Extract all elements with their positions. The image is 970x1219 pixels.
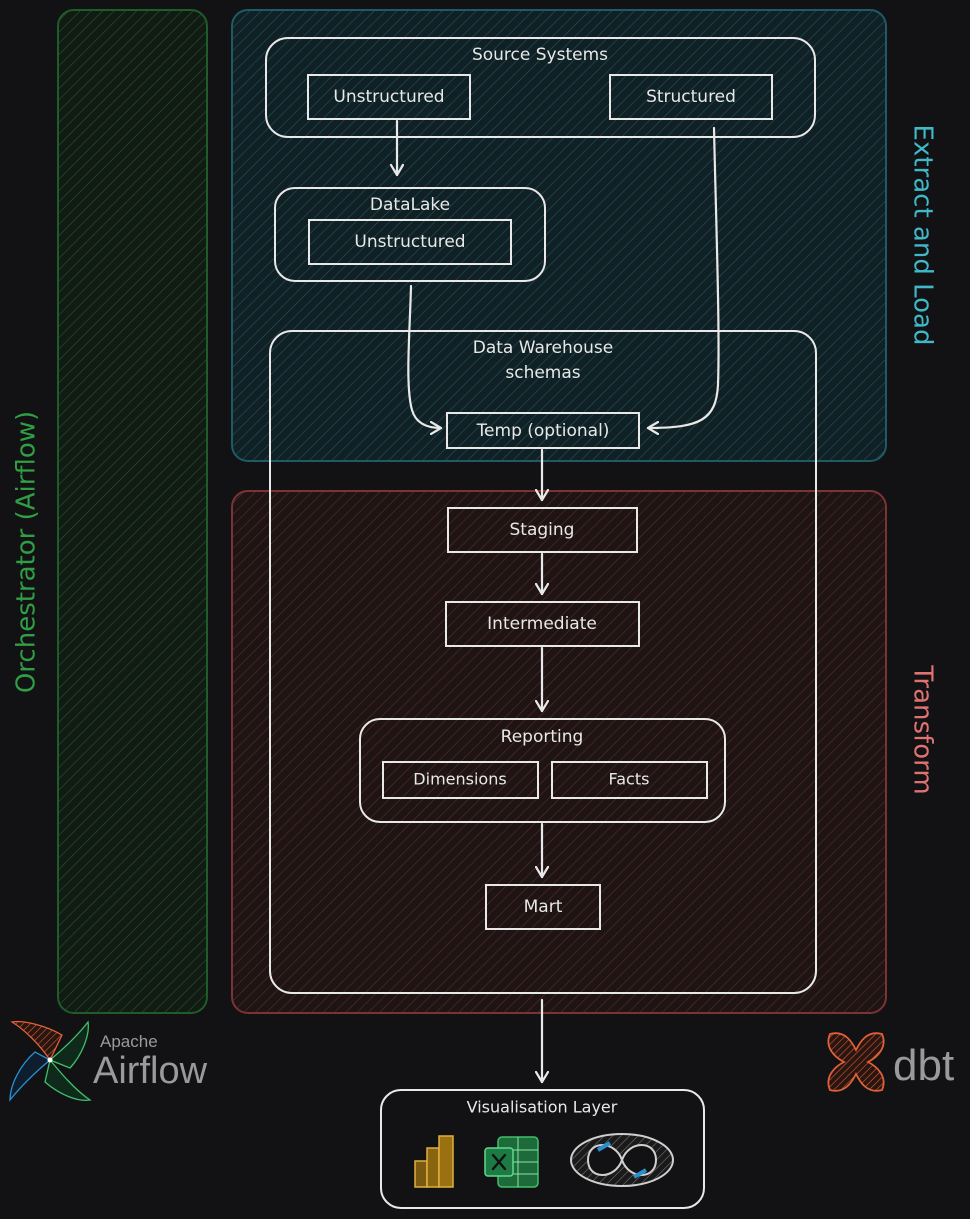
arrow-datalake-to-temp [407, 284, 443, 428]
intermediate-box [445, 601, 640, 647]
datalake-unstructured-label: Unstructured [354, 232, 465, 252]
arrow-structured-to-temp [646, 126, 720, 428]
facts-box [551, 761, 708, 799]
source-unstructured-label: Unstructured [333, 87, 444, 107]
airflow-logo-apache: Apache [100, 1032, 158, 1051]
source-structured-label: Structured [646, 87, 736, 107]
reporting-box [359, 718, 726, 823]
airflow-pinwheel-icon [9, 1020, 92, 1102]
visualisation-layer-box [380, 1089, 705, 1209]
orchestrator-zone [57, 9, 208, 1014]
intermediate-label: Intermediate [487, 614, 597, 634]
temp-box [446, 412, 640, 449]
transform-zone [231, 490, 887, 1014]
extract-load-label: Extract and Load [908, 125, 938, 346]
dbt-icon [827, 1032, 885, 1092]
dimensions-label: Dimensions [413, 770, 506, 789]
extract-load-zone [231, 9, 887, 462]
airflow-logo-airflow: Airflow [93, 1050, 208, 1092]
looker-icon [570, 1133, 674, 1187]
airflow-logo: Apache Airflow [9, 1020, 208, 1102]
data-warehouse-title: Data Warehouse [473, 338, 613, 358]
staging-label: Staging [510, 520, 575, 540]
source-unstructured-box [307, 74, 471, 120]
staging-box [447, 507, 638, 553]
dbt-logo: dbt [827, 1032, 954, 1092]
reporting-title: Reporting [501, 727, 584, 747]
mart-box [485, 884, 601, 930]
orchestrator-label: Orchestrator (Airflow) [12, 411, 42, 693]
source-systems-box [265, 37, 816, 138]
dimensions-box [382, 761, 539, 799]
source-systems-title: Source Systems [472, 45, 608, 65]
datalake-box [274, 187, 546, 282]
datalake-unstructured-box [308, 219, 512, 265]
dbt-logo-text: dbt [893, 1041, 954, 1090]
data-warehouse-subtitle: schemas [505, 363, 580, 383]
temp-label: Temp (optional) [476, 421, 610, 441]
mart-label: Mart [524, 897, 563, 917]
power-bi-icon [414, 1135, 454, 1188]
excel-icon [484, 1136, 539, 1188]
source-structured-box [609, 74, 773, 120]
visualisation-layer-title: Visualisation Layer [467, 1098, 618, 1117]
facts-label: Facts [609, 770, 650, 789]
transform-label: Transform [908, 664, 938, 794]
data-warehouse-box [269, 330, 817, 994]
datalake-title: DataLake [370, 195, 450, 215]
